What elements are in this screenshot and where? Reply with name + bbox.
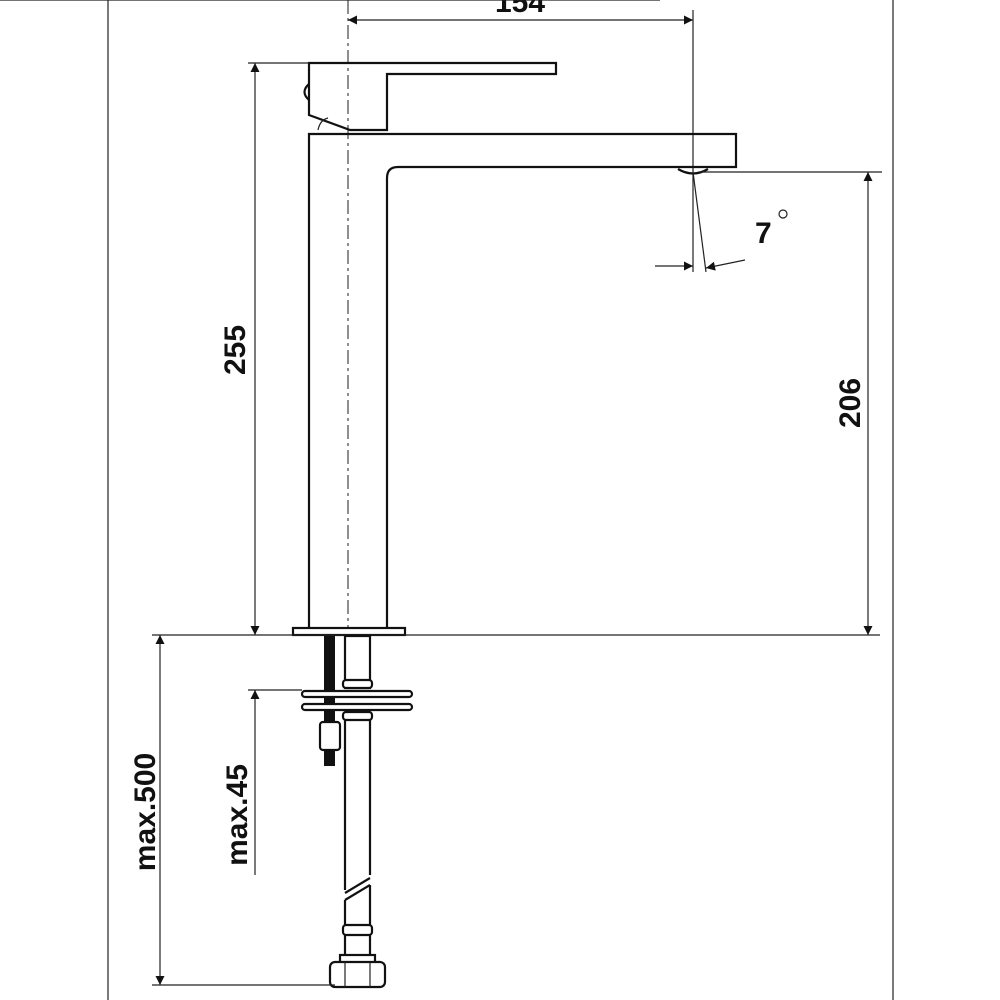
dimension-hose-length: max.500 xyxy=(129,635,335,986)
dimension-label: max.45 xyxy=(221,764,254,866)
dimension-label: 154 xyxy=(495,0,545,19)
faucet-body xyxy=(291,132,738,637)
dimension-label: 255 xyxy=(219,325,252,375)
dimension-spout-angle: 7 xyxy=(655,171,788,273)
faucet-handle xyxy=(303,61,558,132)
dimension-spout-height: 206 xyxy=(700,171,882,635)
dimension-spout-reach: 154 xyxy=(348,0,694,272)
dimension-deck-thickness: max.45 xyxy=(221,689,302,875)
dimension-label: max.500 xyxy=(129,753,162,871)
mounting-hardware xyxy=(0,0,660,989)
dimension-label: 206 xyxy=(834,378,867,428)
dimension-label: 7 xyxy=(755,217,772,250)
dimension-total-height: 255 xyxy=(219,62,309,635)
